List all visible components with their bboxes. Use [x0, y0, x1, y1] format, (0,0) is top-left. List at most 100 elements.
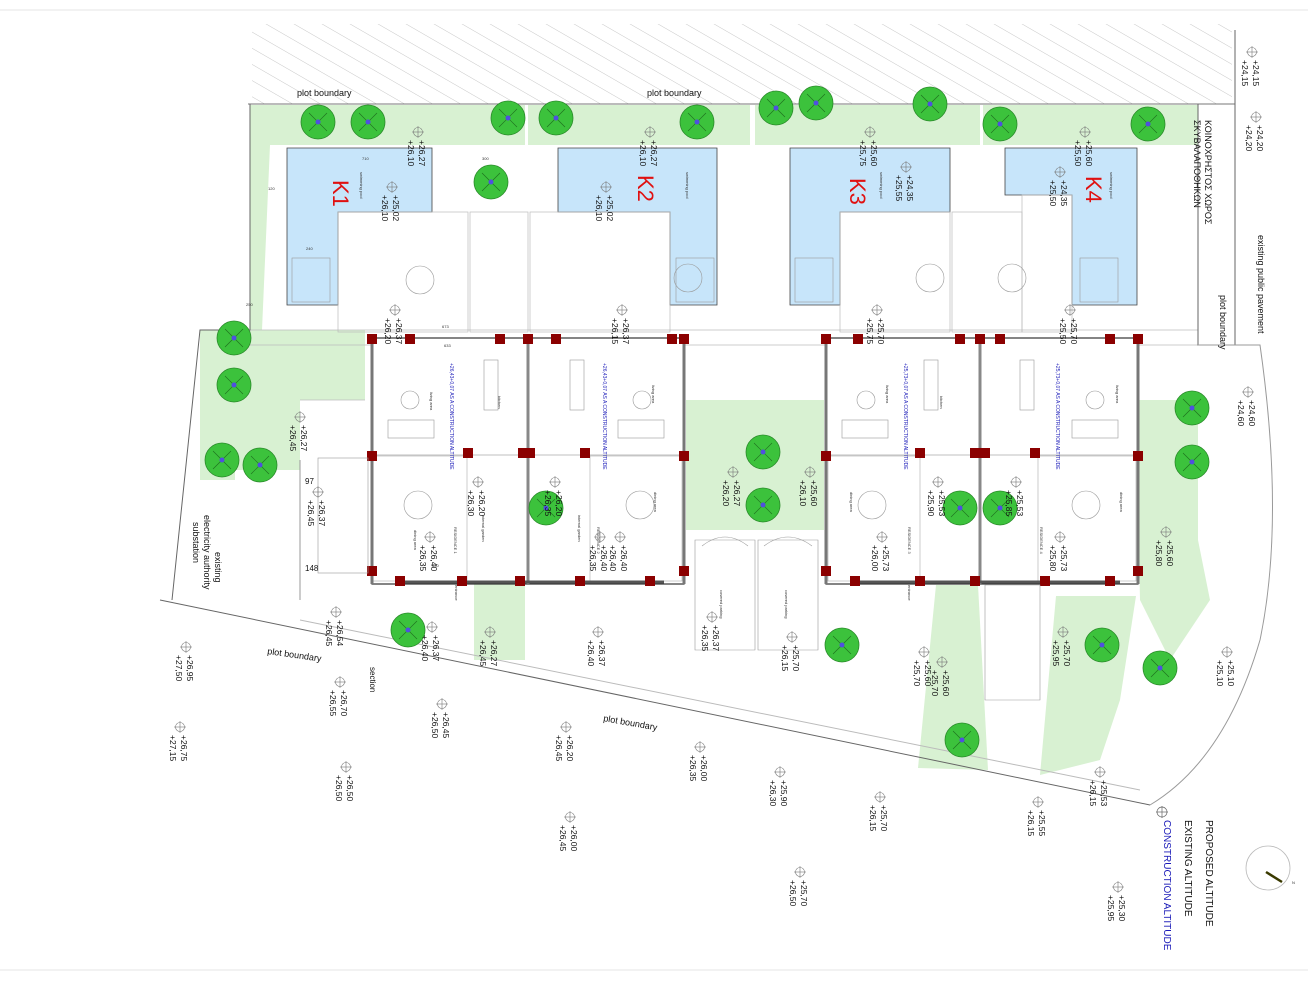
elevation-value-top: +26,37 [621, 318, 631, 345]
elevation-value-bottom: +25,85 [1004, 490, 1014, 517]
garden-k1-back [200, 105, 525, 480]
elevation-value-bottom: +24,60 [1236, 400, 1246, 427]
garden-front-east [1040, 596, 1136, 775]
elevation-marker: +25,60+25,70 [912, 646, 933, 687]
elevation-value-bottom: +26,45 [558, 825, 568, 852]
svg-text:substation: substation [191, 522, 201, 563]
elevation-marker: +26,00+26,45 [558, 811, 579, 852]
elevation-value-bottom: +25,90 [926, 490, 936, 517]
room-label-pool: swimming pool [359, 172, 364, 199]
stair-west [317, 457, 369, 574]
elevation-value-bottom: +26,20 [721, 480, 731, 507]
elevation-marker: +25,60+25,80 [1154, 526, 1175, 567]
elevation-value-bottom: +25,70 [912, 660, 922, 687]
elevation-value-bottom: +25,50 [1058, 318, 1068, 345]
elevation-value-top: +26,00 [699, 755, 709, 782]
elevation-marker: +25,53+25,90 [926, 476, 947, 517]
elevation-marker: +26,20+26,35 [543, 476, 564, 517]
pool-k3 [789, 147, 951, 306]
elevation-value-bottom: +25,55 [894, 175, 904, 202]
elevation-value-top: +25,60 [941, 670, 951, 697]
room-label-living: living area [651, 385, 656, 404]
room-label-dining: dining area [653, 492, 658, 513]
dim-label: 240 [306, 246, 313, 251]
column-mark [970, 576, 980, 586]
garden-west-strip [200, 330, 300, 470]
elevation-marker: +26,37+26,45 [306, 486, 327, 527]
tree-icon [1174, 390, 1210, 426]
elevation-value-top: +26,27 [299, 425, 309, 452]
elevation-value-top: +26,27 [489, 640, 499, 667]
plot-boundary-label: plot boundary [647, 88, 702, 98]
neighbour-hatch-strip [252, 24, 1232, 104]
column-mark [821, 334, 831, 344]
legend-construction: CONSTRUCTION ALTITUDE [1161, 820, 1172, 951]
elevation-marker: +25,70+25,50 [1058, 304, 1079, 345]
elevation-value-bottom: +26,45 [306, 500, 316, 527]
elevation-value-top: +25,70 [876, 318, 886, 345]
elevation-value-top: +25,53 [1099, 780, 1109, 807]
substation-label: existing electricity authority substatio… [191, 515, 223, 590]
tree-icon [216, 320, 252, 356]
elevation-marker: +25,60+26,10 [798, 466, 819, 507]
room-label-pool: swimming pool [685, 172, 690, 199]
plot-boundary-label: plot boundary [267, 646, 323, 664]
column-mark [1030, 448, 1040, 458]
elevation-value-bottom: +26,15 [868, 805, 878, 832]
room-label-garden: internal garden [481, 515, 486, 542]
column-mark [679, 334, 689, 344]
buildings [370, 337, 1140, 585]
elevation-marker: +25,73+25,80 [1048, 531, 1069, 572]
elevation-marker: +24,35+25,50 [1048, 166, 1069, 207]
elevation-marker: +24,35+25,55 [894, 161, 915, 202]
tree-icon [528, 490, 564, 526]
elevation-value-bottom: +26,15 [1026, 810, 1036, 837]
north-arrow-circle [1245, 845, 1291, 891]
north-arrow-letter: N [1292, 880, 1295, 885]
elevation-value-top: +26,37 [597, 640, 607, 667]
room-label-living: living area [1115, 385, 1120, 404]
elevation-marker: +26,37+26,20 [383, 304, 404, 345]
south-boundary-inner [299, 619, 1141, 791]
residence-label: RESIDENCE 1 [453, 527, 458, 554]
elevation-marker: +25,60+25,75 [858, 126, 879, 167]
elevation-value-top: +24,15 [1251, 60, 1261, 87]
garden-front-k4 [918, 585, 988, 770]
elevation-value-top: +24,20 [1255, 125, 1265, 152]
svg-text:electricity authority: electricity authority [202, 515, 212, 590]
elevation-value-bottom: +26,50 [788, 880, 798, 907]
tree-icon [942, 490, 978, 526]
east-curve [1149, 344, 1273, 806]
common-area-label: ΚΟΙΝΟΧΡΗΣΤΟΣ ΧΩΡΟΣ ΣΚΥΒΑΛΑΠΟΘΗΚΩΝ [1192, 120, 1213, 225]
elevation-value-top: +26,95 [185, 655, 195, 682]
column-mark [518, 448, 528, 458]
column-mark [1133, 566, 1143, 576]
elevation-value-bottom: +26,50 [430, 712, 440, 739]
elevation-marker: +25,60+25,70 [930, 656, 951, 697]
room-label-pool: swimming pool [879, 172, 884, 199]
elevation-value-bottom: +26,35 [588, 545, 598, 572]
column-mark [995, 334, 1005, 344]
elevation-value-bottom: +24,20 [1244, 125, 1254, 152]
dim-label: 633 [444, 343, 451, 348]
elevation-value-top: +26,54 [335, 620, 345, 647]
tree-icon [350, 104, 386, 140]
elevation-value-bottom: +25,50 [1073, 140, 1083, 167]
elevation-value-bottom: +26,40 [420, 635, 430, 662]
elevation-value-bottom: +26,45 [288, 425, 298, 452]
tree-icon [745, 487, 781, 523]
elevation-marker: +26,40+26,35 [588, 531, 609, 572]
dim-label: 430 [432, 563, 439, 568]
plot-boundary-label: plot boundary [603, 713, 659, 732]
elevation-marker: +25,53+26,15 [1088, 766, 1109, 807]
elevation-value-bottom: +27,50 [174, 655, 184, 682]
elevation-value-bottom: +26,10 [798, 480, 808, 507]
room-label-kitchen: kitchen [939, 396, 944, 409]
elevation-value-bottom: +26,30 [466, 490, 476, 517]
elevation-marker: +24,60+24,60 [1236, 386, 1257, 427]
elevation-value-top: +25,02 [391, 195, 401, 222]
elevation-value-bottom: +26,40 [608, 545, 618, 572]
column-mark [1133, 451, 1143, 461]
dim-label: 97 [305, 477, 314, 486]
elevation-value-top: +26,37 [394, 318, 404, 345]
